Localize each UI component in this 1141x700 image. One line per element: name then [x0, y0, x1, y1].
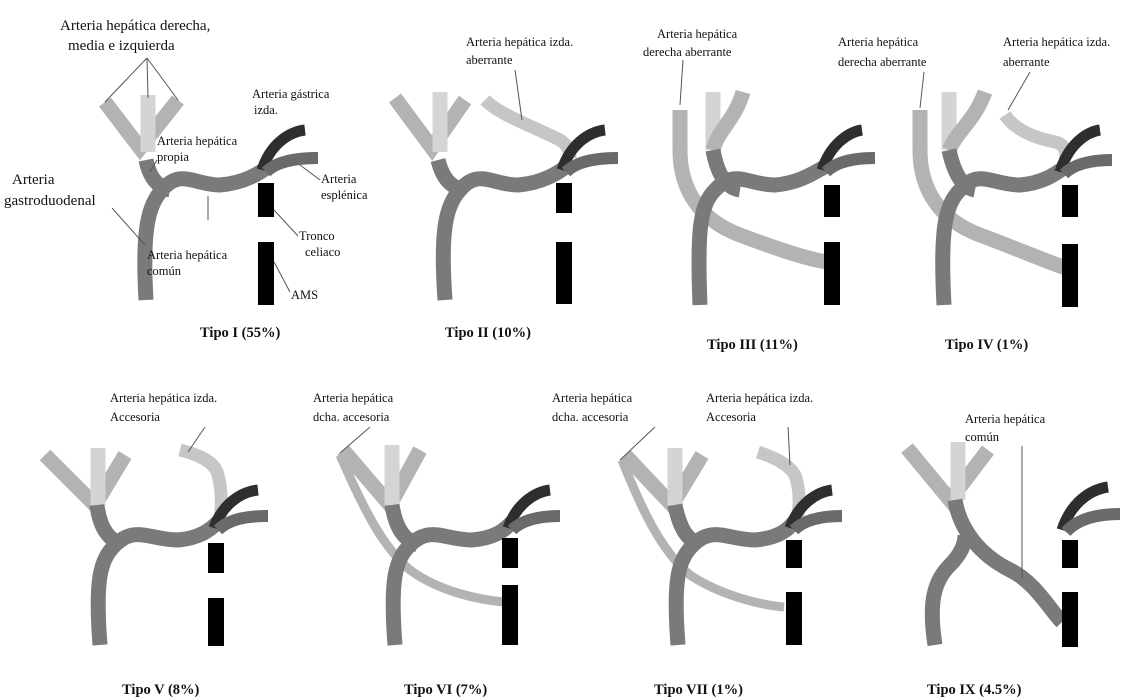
- label-esplenica-2: esplénica: [321, 188, 368, 202]
- label-gastrica-2: izda.: [254, 103, 278, 117]
- vessels: [45, 448, 268, 646]
- panel-tipo-7: Arteria hepática dcha. accesoria Arteria…: [552, 391, 842, 698]
- label-gastroduodenal-2: gastroduodenal: [4, 193, 96, 209]
- vessels: [680, 92, 875, 305]
- label-hepatica-dmi-2: media e izquierda: [68, 38, 175, 54]
- panel-tipo-1: Arteria hepática derecha, media e izquie…: [4, 18, 368, 341]
- vessels: [395, 92, 618, 304]
- label-ix-comun-1: Arteria hepática: [965, 412, 1046, 426]
- label-comun-2: común: [147, 264, 182, 278]
- panel-tipo-2: Arteria hepática izda. aberrante Tipo II…: [395, 35, 618, 341]
- label-izda-aberrante-2: aberrante: [466, 53, 513, 67]
- label-vi-dcha-2: dcha. accesoria: [313, 410, 390, 424]
- label-v-izda-1: Arteria hepática izda.: [110, 391, 217, 405]
- caption-tipo-4: Tipo IV (1%): [945, 337, 1028, 353]
- label-iv-dcha-1: Arteria hepática: [838, 35, 919, 49]
- label-esplenica-1: Arteria: [321, 172, 357, 186]
- vessels: [105, 95, 318, 305]
- panel-tipo-4: Arteria hepática derecha aberrante Arter…: [838, 35, 1112, 353]
- vessels: [622, 448, 842, 645]
- label-v-izda-2: Accesoria: [110, 410, 160, 424]
- label-vii-izda-1: Arteria hepática izda.: [706, 391, 813, 405]
- label-gastrica-1: Arteria gástrica: [252, 87, 330, 101]
- label-tronco-1: Tronco: [299, 229, 335, 243]
- label-izda-aberrante-1: Arteria hepática izda.: [466, 35, 573, 49]
- panel-tipo-6: Arteria hepática dcha. accesoria Tipo VI…: [313, 391, 560, 698]
- label-propia-1: Arteria hepática: [157, 134, 238, 148]
- caption-tipo-3: Tipo III (11%): [707, 337, 798, 353]
- label-dcha-aberrante-2: derecha aberrante: [643, 45, 732, 59]
- label-iv-izda-2: aberrante: [1003, 55, 1050, 69]
- label-propia-2: propia: [157, 150, 189, 164]
- label-ix-comun-2: común: [965, 430, 1000, 444]
- panel-tipo-3: Arteria hepática derecha aberrante Tipo …: [643, 27, 875, 353]
- label-vii-izda-2: Accesoria: [706, 410, 756, 424]
- vessels: [920, 92, 1112, 307]
- caption-tipo-6: Tipo VI (7%): [404, 682, 487, 698]
- vessels: [907, 442, 1120, 647]
- label-iv-dcha-2: derecha aberrante: [838, 55, 927, 69]
- caption-tipo-5: Tipo V (8%): [122, 682, 200, 698]
- caption-tipo-1: Tipo I (55%): [200, 325, 280, 341]
- panel-tipo-9: Arteria hepática común Tipo IX (4.5%): [907, 412, 1120, 698]
- label-tronco-2: celiaco: [305, 245, 340, 259]
- label-ams: AMS: [291, 288, 318, 302]
- label-vi-dcha-1: Arteria hepática: [313, 391, 394, 405]
- label-dcha-aberrante-1: Arteria hepática: [657, 27, 738, 41]
- label-vii-dcha-2: dcha. accesoria: [552, 410, 629, 424]
- label-hepatica-dmi-1: Arteria hepática derecha,: [60, 18, 210, 34]
- panel-tipo-5: Arteria hepática izda. Accesoria Tipo V …: [45, 391, 268, 698]
- label-gastroduodenal-1: Arteria: [12, 172, 55, 188]
- caption-tipo-2: Tipo II (10%): [445, 325, 531, 341]
- label-comun-1: Arteria hepática: [147, 248, 228, 262]
- caption-tipo-7: Tipo VII (1%): [654, 682, 743, 698]
- label-vii-dcha-1: Arteria hepática: [552, 391, 633, 405]
- label-iv-izda-1: Arteria hepática izda.: [1003, 35, 1110, 49]
- vessels: [340, 445, 560, 645]
- caption-tipo-9: Tipo IX (4.5%): [927, 682, 1022, 698]
